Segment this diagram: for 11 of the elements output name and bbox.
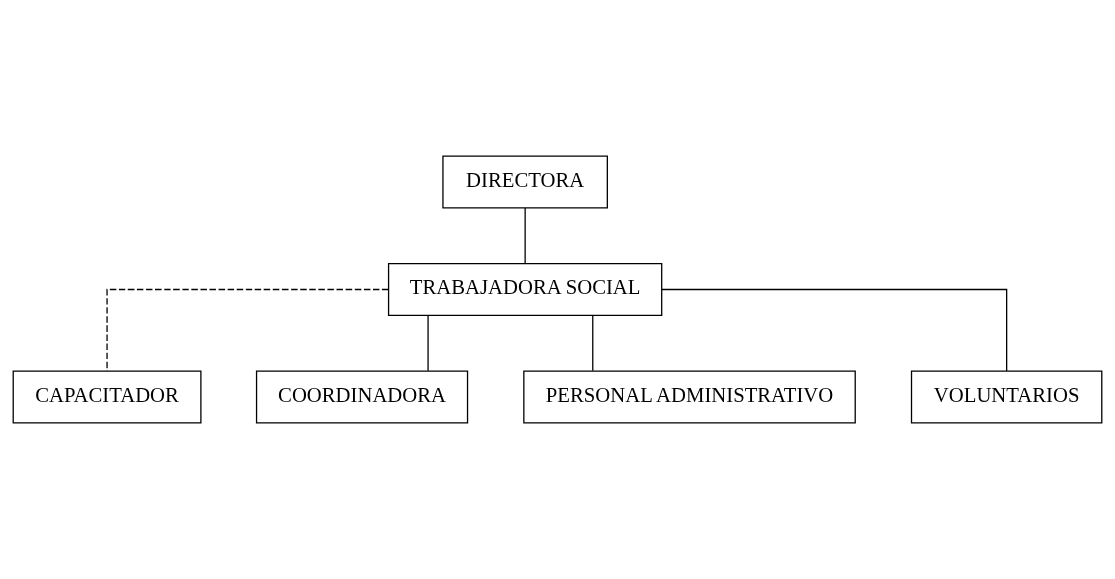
connector bbox=[661, 288, 1008, 372]
node-box: TRABAJADORA SOCIAL bbox=[387, 262, 663, 317]
connector bbox=[524, 207, 526, 264]
node-box: VOLUNTARIOS bbox=[910, 370, 1103, 424]
node-box: DIRECTORA bbox=[442, 155, 608, 209]
connector bbox=[427, 314, 429, 372]
node-box: COORDINADORA bbox=[255, 370, 469, 424]
node-box: CAPACITADOR bbox=[12, 370, 202, 424]
connector bbox=[592, 314, 594, 372]
node-box: PERSONAL ADMINISTRATIVO bbox=[523, 370, 856, 424]
connector bbox=[106, 288, 389, 372]
